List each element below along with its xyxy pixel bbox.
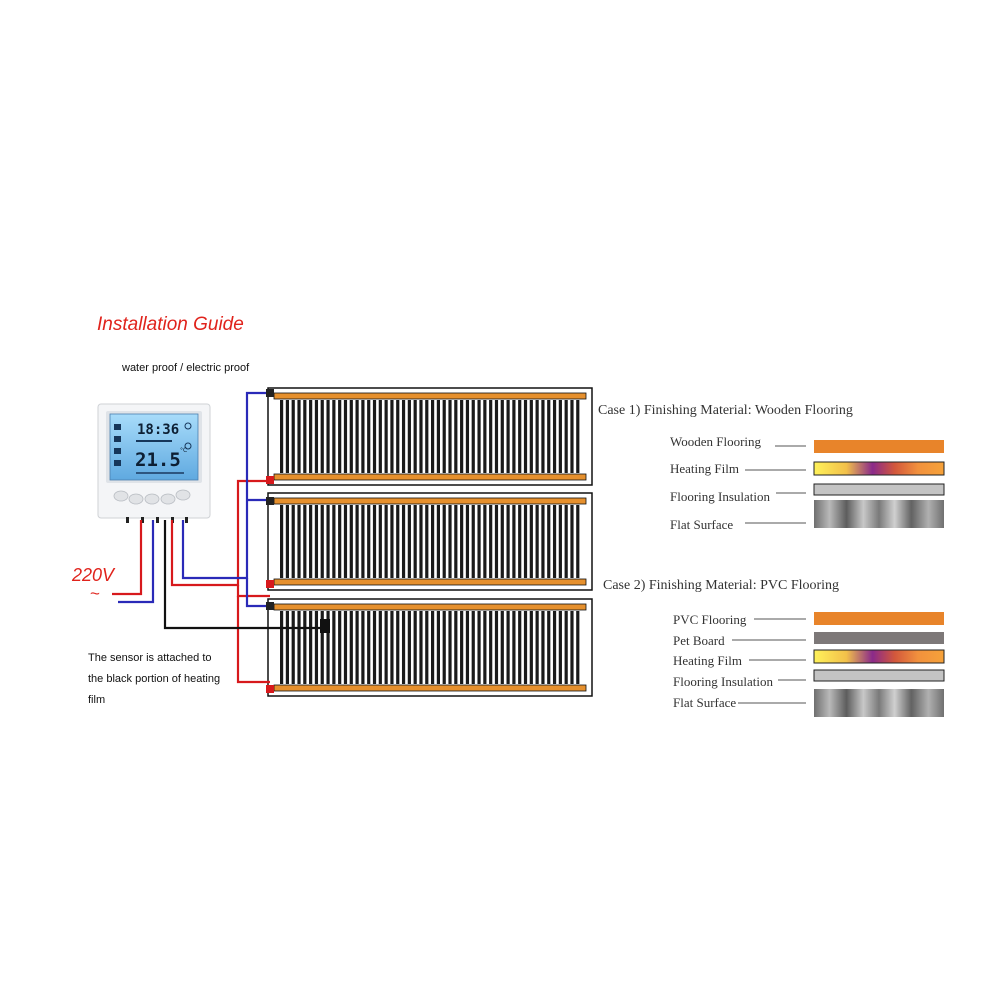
case1-layer2-label: Heating Film [670,461,739,476]
case2-layer4-label: Flooring Insulation [673,674,774,689]
thermostat-buttons [113,489,191,505]
case2-layer-stack [813,612,945,717]
thermostat-button-2[interactable] [128,493,144,505]
sensor-note-line2: the black portion of heating [88,673,221,685]
output-live-wire-mid [236,585,270,598]
case2-layer3-label: Heating Film [673,653,742,668]
output-live-wire-bottom [236,596,270,684]
thermostat-unit: °C [180,447,187,454]
case2-pet-board-bar [814,632,944,644]
heating-film-panel-3 [267,598,593,697]
case2-heading: Case 2) Finishing Material: PVC Flooring [603,578,840,593]
page-title: Installation Guide [97,314,244,335]
case1-layer-stack [813,440,945,528]
thermostat-button-4[interactable] [160,493,176,505]
voltage-label: 220V [72,565,115,585]
case1-heating-film-bar [813,461,945,476]
heating-film-panel-1 [267,387,593,486]
case1-heading: Case 1) Finishing Material: Wooden Floor… [598,403,853,418]
case1-layer1-label: Wooden Flooring [670,434,762,449]
case1-layer4-label: Flat Surface [670,517,734,532]
mains-live-wire [112,520,143,596]
waterproof-label: water proof / electric proof [122,362,250,374]
sensor-wire [163,520,326,630]
case1-layer3-label: Flooring Insulation [670,489,771,504]
thermostat-button-5[interactable] [175,489,191,501]
case2-layer1-label: PVC Flooring [673,612,747,627]
case2-layer5-label: Flat Surface [673,695,737,710]
connector-terminals [266,389,274,693]
thermostat-screen [109,413,199,481]
case2-insulation-bar [813,669,945,682]
thermostat-button-3[interactable] [144,493,160,505]
thermostat-button-1[interactable] [113,490,129,502]
thermostat-time: 18:36 [137,422,179,438]
case2-heating-film-bar [813,649,945,664]
thermostat-temperature: 21.5 [135,449,181,471]
case2-layer2-label: Pet Board [673,633,725,648]
leader-lines [732,445,806,704]
heating-film-panel-2 [267,492,593,591]
mains-neutral-wire [118,520,155,604]
heating-film-panels [267,387,593,697]
sensor-probe [320,619,330,633]
case1-flat-surface-bar [814,500,944,528]
case2-pvc-flooring-bar [814,612,944,625]
wiring [112,391,326,684]
ac-symbol: ~ [90,584,100,603]
case2-flat-surface-bar [814,689,944,717]
sensor-note-line1: The sensor is attached to [88,652,212,664]
sensor-note-line3: film [88,694,106,706]
case1-insulation-bar [813,483,945,496]
case1-wooden-flooring-bar [814,440,944,453]
thermostat: 18:36 21.5 °C [97,403,211,523]
output-neutral-wire-bottom [245,578,270,608]
